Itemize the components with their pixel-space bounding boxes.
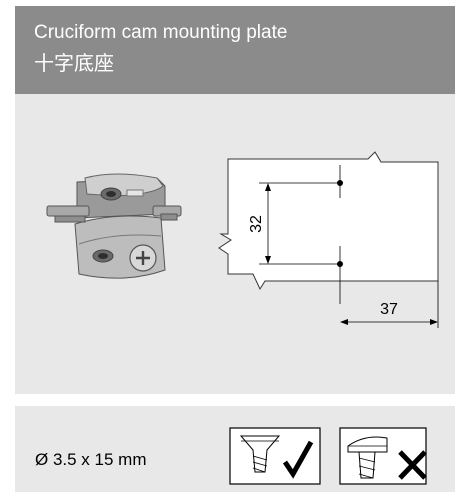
title-english: Cruciform cam mounting plate (34, 22, 288, 43)
countersunk-screw-check-icon (229, 427, 321, 485)
dimension-vertical-label: 32 (248, 215, 265, 233)
screw-spec-panel: Ø 3.5 x 15 mm (15, 406, 455, 492)
screw-spec: Ø 3.5 x 15 mm (35, 450, 147, 469)
dimension-drawing: 32 37 (218, 151, 439, 328)
panhead-screw-cross-icon (339, 427, 427, 485)
dimension-horizontal-label: 37 (380, 301, 398, 318)
illustration-svg: 32 37 (46, 151, 439, 328)
title-bar: Cruciform cam mounting plate 十字底座 (15, 6, 455, 94)
screw-icons (229, 427, 427, 485)
mounting-plate-image (46, 173, 182, 279)
illustration-panel: 32 37 (15, 94, 455, 394)
title-chinese: 十字底座 (34, 53, 114, 75)
